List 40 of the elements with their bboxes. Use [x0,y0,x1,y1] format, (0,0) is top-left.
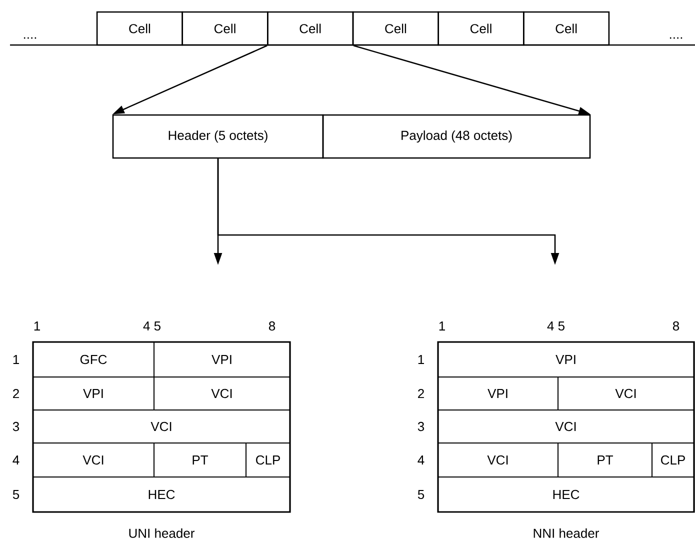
field-cell: VPI [154,342,290,378]
field-cell: VCI [154,376,290,410]
field-cell: VCI [32,410,290,444]
octet-number: 5 [418,490,424,500]
node-label: UNI header [129,528,194,538]
field-cell: CLP [652,442,694,478]
octet-number: 1 [418,355,424,364]
field-cell: HEC [32,476,290,512]
cell-box: Cell [96,11,183,46]
cell-part-box: Header (5 octets) [112,114,324,159]
octet-number: 3 [12,422,20,432]
cell-box: Cell [438,11,524,46]
field-cell: VCI [32,442,154,478]
node-label: NNI header [534,528,600,538]
field-cell: CLP [246,442,290,478]
field-cell: VCI [438,442,558,478]
field-cell: VPI [32,376,154,410]
cell-box: Cell [267,11,354,46]
field-cell: GFC [32,342,154,378]
field-cell: VCI [558,376,694,410]
octet-number: 4 [12,456,20,464]
cell-box: Cell [182,11,268,46]
cell-part-box: Payload (48 octets) [322,114,591,159]
cell-box: Cell [523,11,610,46]
octet-number: 1 [13,355,19,364]
octet-number: 2 [418,388,424,398]
field-cell: VPI [438,342,694,378]
octet-number: 4 [418,456,424,464]
field-cell: PT [558,442,652,478]
field-cell: HEC [438,476,694,512]
bit-number: 4 5 [143,321,160,331]
ellipsis: .... [670,37,682,39]
octet-number: 2 [13,388,19,398]
octet-number: 3 [418,422,424,432]
octet-number: 5 [12,490,20,500]
ellipsis: .... [24,37,36,39]
field-cell: PT [154,442,246,478]
cell-box: Cell [352,11,439,46]
field-cell: VPI [438,376,558,410]
field-cell: VCI [438,410,694,444]
